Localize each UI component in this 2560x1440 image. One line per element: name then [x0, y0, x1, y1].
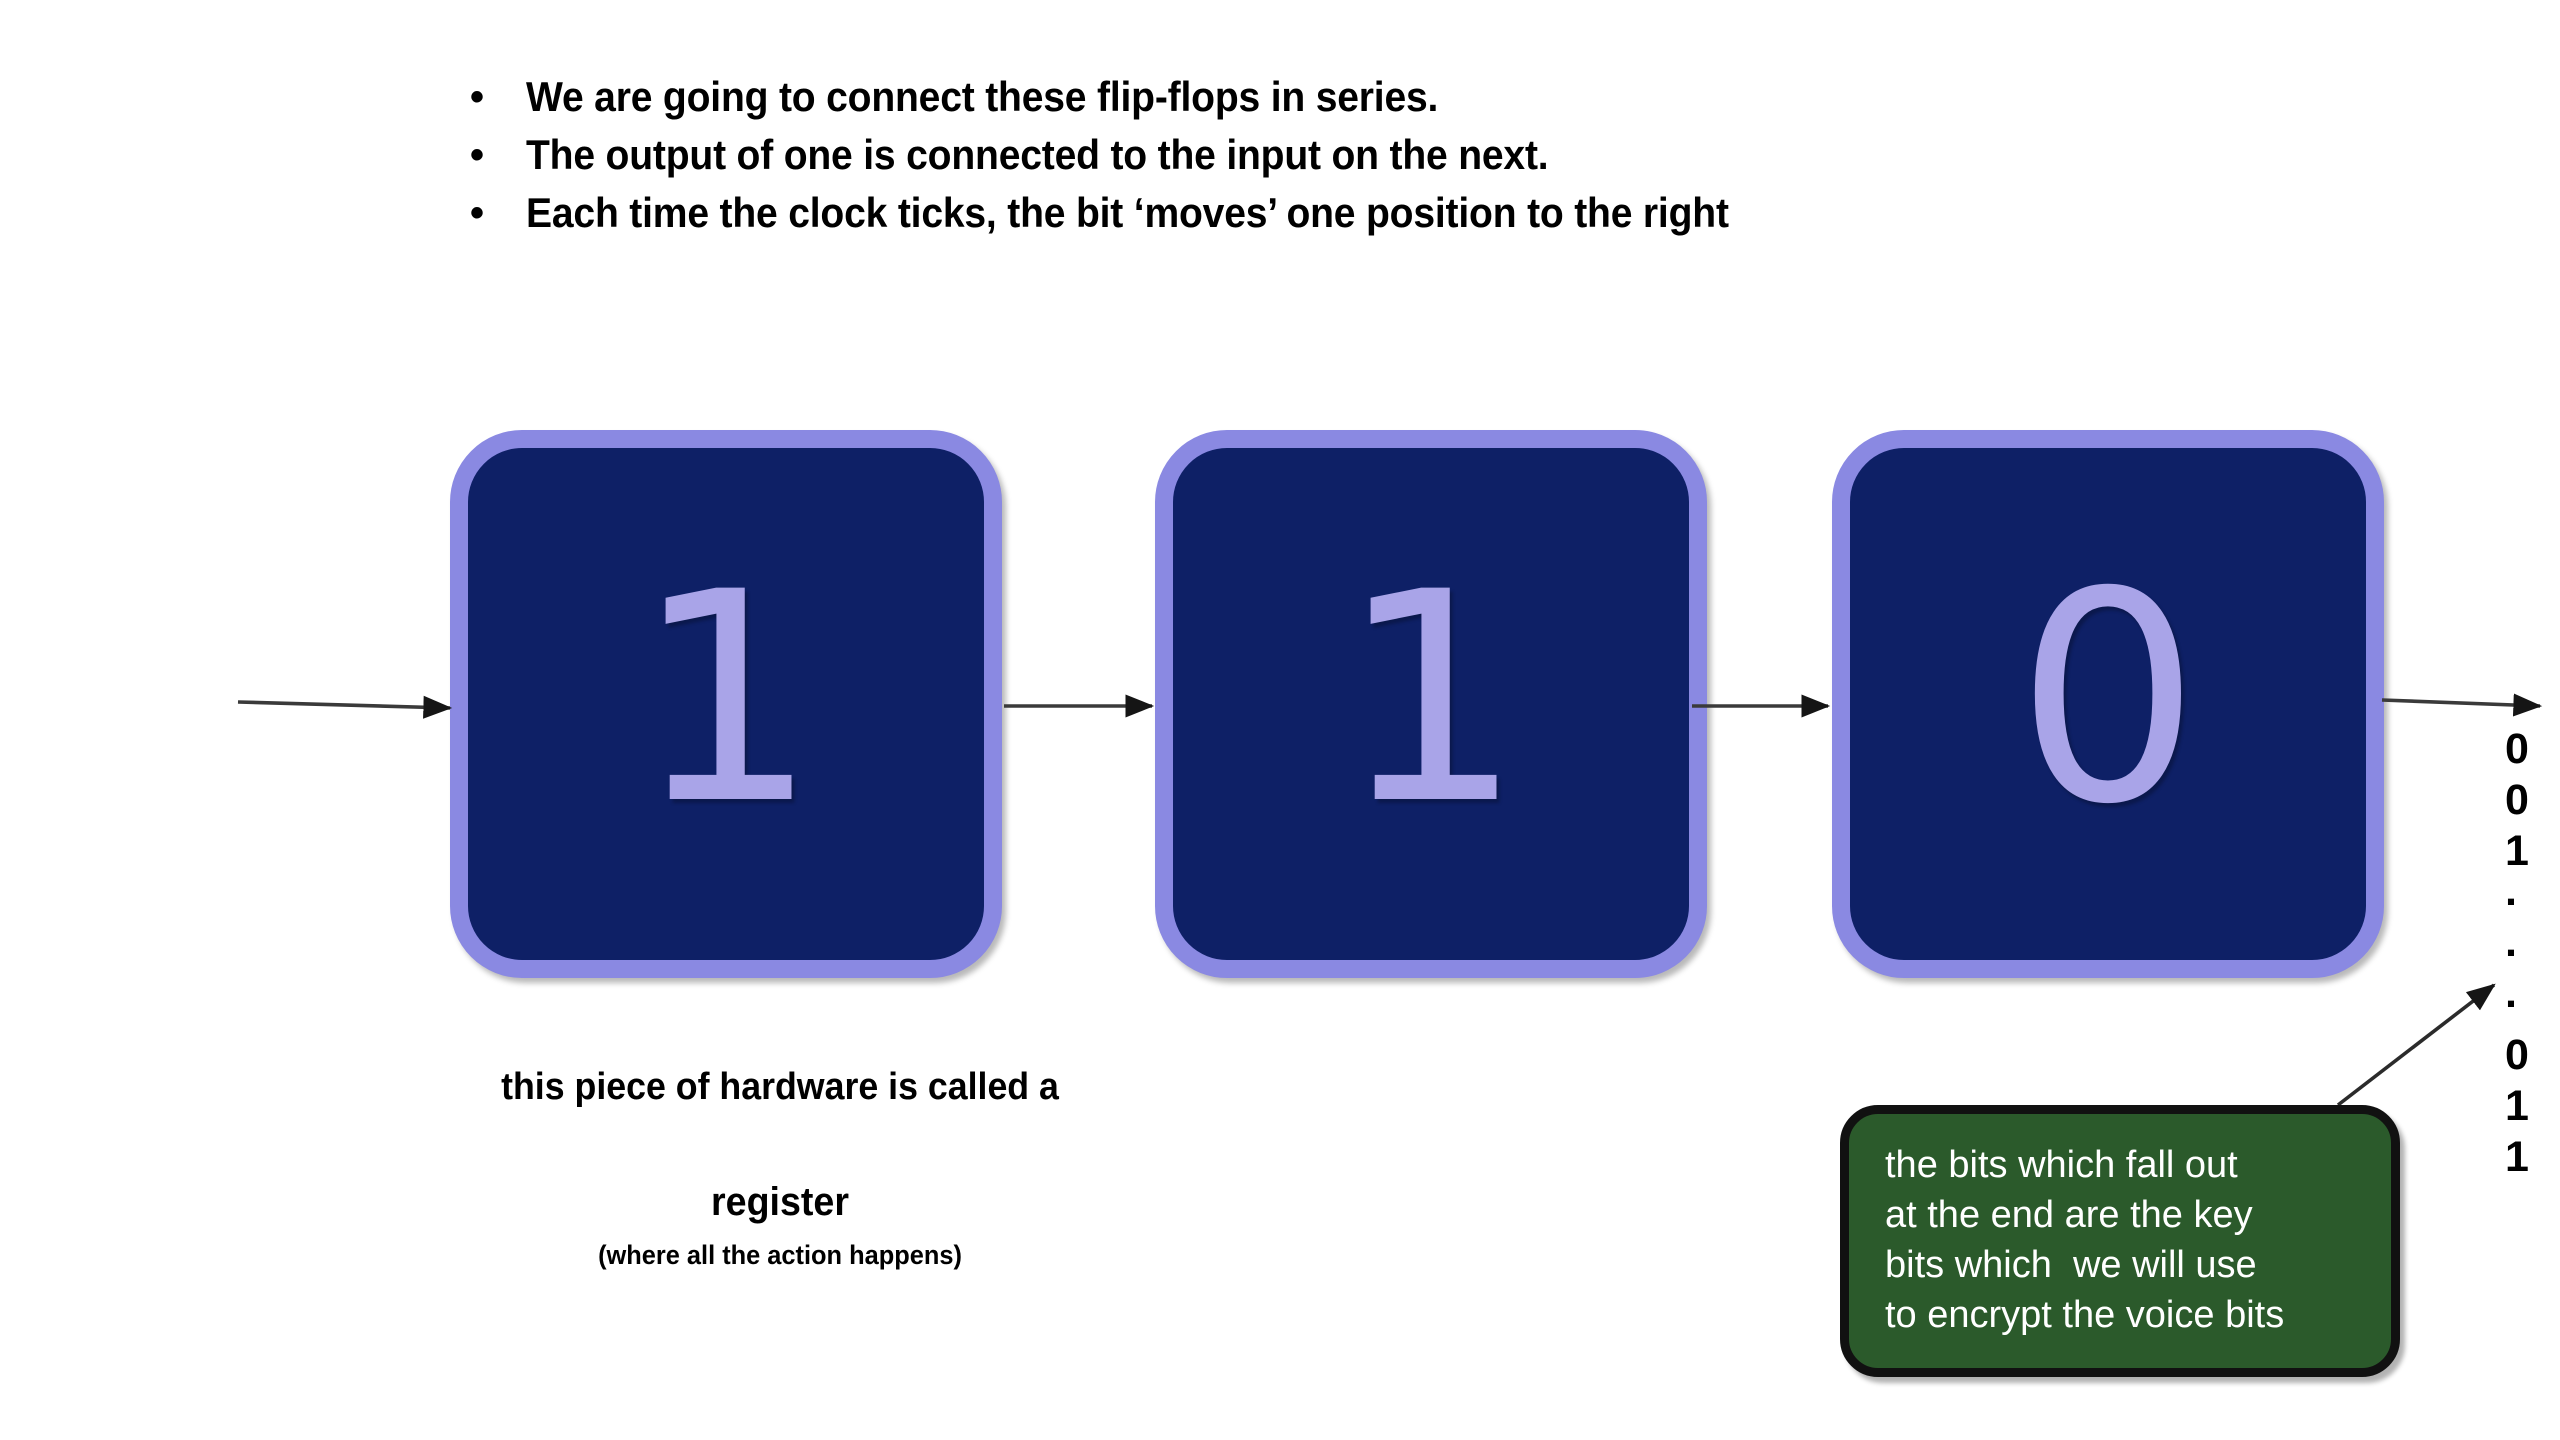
register-sublabel: (where all the action happens) — [598, 1240, 962, 1270]
flip-flop-box-3: 0 — [1832, 430, 2384, 978]
list-item: • Each time the clock ticks, the bit ‘mo… — [470, 188, 2170, 246]
list-item: • We are going to connect these flip-flo… — [470, 72, 2170, 130]
output-bit: 1 — [2505, 1082, 2529, 1130]
callout-line: at the end are the key — [1885, 1194, 2253, 1236]
output-arrow — [2381, 693, 2543, 717]
output-bit: 1 — [2505, 1133, 2529, 1181]
bullet-text-1: We are going to connect these flip-flops… — [526, 73, 1439, 120]
bullet-marker-icon: • — [470, 75, 485, 119]
page-title: this piece of hardware is called a — [501, 1066, 1059, 1108]
callout-box: the bits which fall out at the end are t… — [1840, 1105, 2400, 1377]
callout-line: to encrypt the voice bits — [1885, 1294, 2285, 1336]
register-label: register — [711, 1180, 849, 1224]
callout-line: the bits which fall out — [1885, 1144, 2238, 1186]
input-arrow — [237, 695, 453, 719]
output-bit: 0 — [2505, 1031, 2529, 1079]
flip-flop-bit-2: 1 — [1338, 531, 1524, 868]
flip-flop-bit-3: 0 — [2015, 531, 2201, 868]
output-bit-ellipsis: · — [2505, 980, 2520, 1028]
bullet-marker-icon: • — [470, 191, 485, 235]
flip-flop-box-1: 1 — [450, 430, 1002, 978]
output-bit-ellipsis: · — [2505, 929, 2520, 977]
callout-line: bits which we will use — [1885, 1244, 2257, 1286]
flip-flop-bit-1: 1 — [633, 531, 819, 868]
bullet-marker-icon: • — [470, 133, 485, 177]
list-item: • The output of one is connected to the … — [470, 130, 2170, 188]
output-bit-ellipsis: · — [2505, 878, 2520, 926]
output-bit: 0 — [2505, 776, 2529, 824]
callout-pointer-arrow — [2336, 983, 2496, 1107]
output-bit: 0 — [2505, 725, 2529, 773]
flip-flop-box-2: 1 — [1155, 430, 1707, 978]
output-bit-column: 0 0 1 · · · 0 1 1 — [2505, 724, 2560, 1183]
bullet-list: • We are going to connect these flip-flo… — [470, 72, 2170, 246]
bullet-text-2: The output of one is connected to the in… — [526, 131, 1549, 178]
output-bit: 1 — [2505, 827, 2529, 875]
bullet-text-3: Each time the clock ticks, the bit ‘move… — [526, 189, 1729, 236]
